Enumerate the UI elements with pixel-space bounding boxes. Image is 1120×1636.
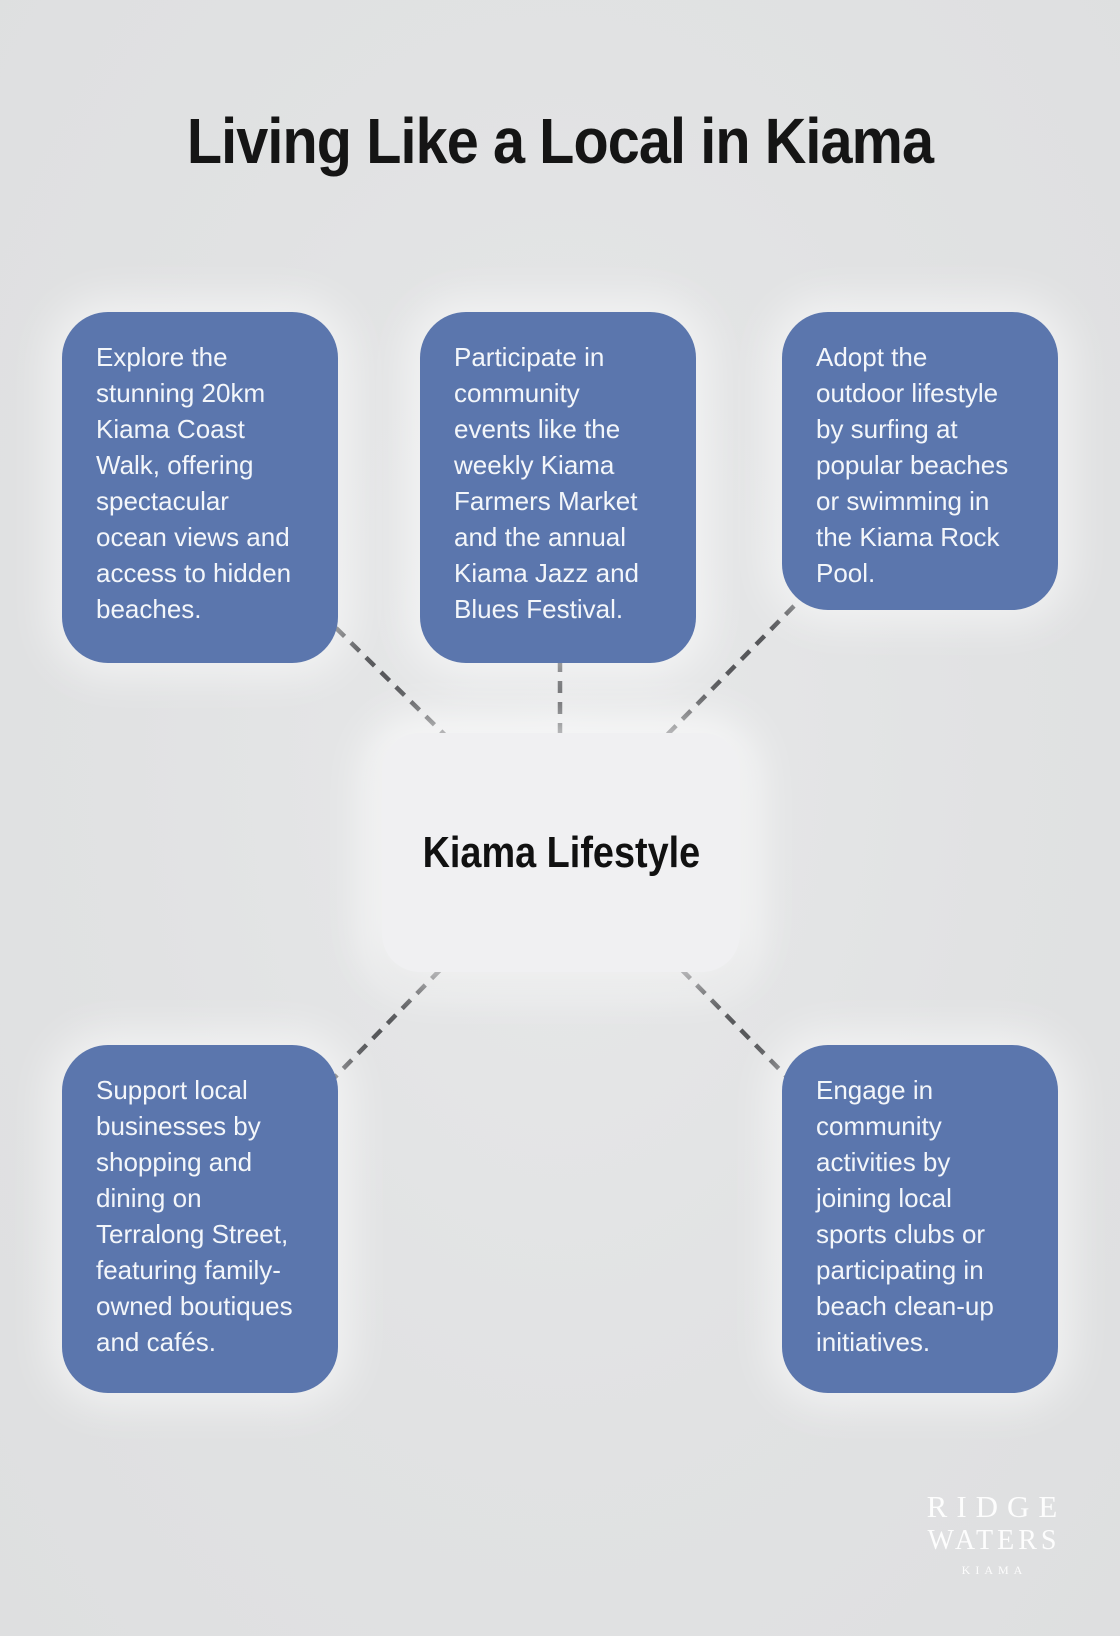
page-title: Living Like a Local in Kiama bbox=[186, 105, 934, 177]
node-community-events-text: Participate in community events like the… bbox=[454, 342, 639, 624]
connector-coast-walk bbox=[334, 626, 452, 742]
connector-outdoor-lifestyle bbox=[658, 604, 796, 744]
node-local-businesses-text: Support local businesses by shopping and… bbox=[96, 1075, 293, 1357]
logo-waters-text: WATERS bbox=[927, 1525, 1061, 1556]
center-node: Kiama Lifestyle bbox=[382, 733, 740, 972]
center-node-label: Kiama Lifestyle bbox=[422, 827, 700, 877]
logo-kiama-text: KIAMA bbox=[961, 1563, 1028, 1577]
ridge-waters-logo: RIDGE WATERS KIAMA bbox=[902, 1490, 1082, 1579]
node-community-activities: Engage in community activities by joinin… bbox=[782, 1045, 1058, 1393]
node-outdoor-lifestyle: Adopt the outdoor lifestyle by surfing a… bbox=[782, 312, 1058, 610]
node-community-events: Participate in community events like the… bbox=[420, 312, 696, 663]
node-coast-walk-text: Explore the stunning 20km Kiama Coast Wa… bbox=[96, 342, 292, 624]
connector-local-businesses bbox=[332, 968, 442, 1080]
node-local-businesses: Support local businesses by shopping and… bbox=[62, 1045, 338, 1393]
node-outdoor-lifestyle-text: Adopt the outdoor lifestyle by surfing a… bbox=[816, 342, 1009, 588]
node-coast-walk: Explore the stunning 20km Kiama Coast Wa… bbox=[62, 312, 338, 663]
logo-ridge-text: RIDGE bbox=[926, 1489, 1067, 1524]
node-community-activities-text: Engage in community activities by joinin… bbox=[816, 1075, 994, 1357]
connector-community-activities bbox=[680, 968, 790, 1080]
